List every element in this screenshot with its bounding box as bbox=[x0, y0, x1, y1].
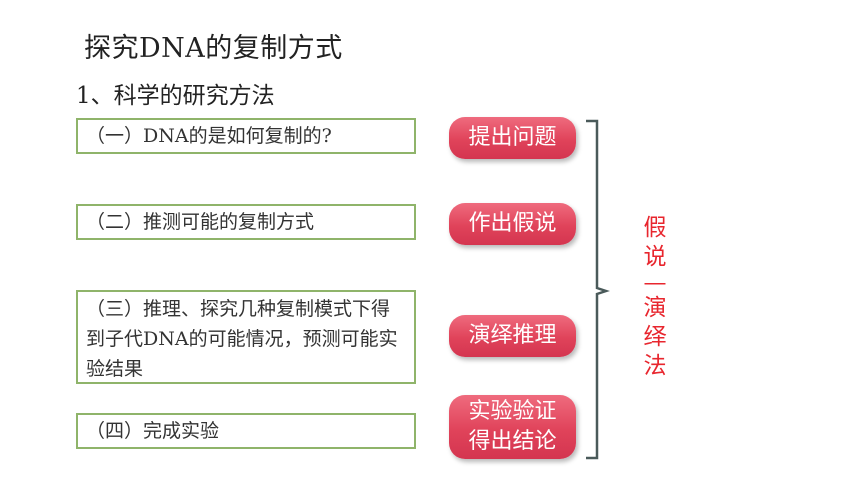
method-pill-4: 实验验证 得出结论 bbox=[449, 395, 576, 459]
summary-char-6: 法 bbox=[643, 353, 667, 379]
section-heading: 1、科学的研究方法 bbox=[76, 83, 275, 109]
step-text-2: （二）推测可能的复制方式 bbox=[86, 211, 315, 233]
summary-char-3: — bbox=[643, 270, 667, 296]
summary-char-2: 说 bbox=[643, 244, 667, 270]
method-label-4a: 实验验证 bbox=[468, 399, 557, 424]
step-box-4: （四）完成实验 bbox=[76, 413, 416, 449]
method-label-4b: 得出结论 bbox=[468, 429, 557, 454]
step-text-4: （四）完成实验 bbox=[86, 420, 220, 442]
step-box-1: （一）DNA的是如何复制的? bbox=[76, 118, 416, 154]
method-pill-1: 提出问题 bbox=[449, 117, 576, 159]
step-text-1: （一）DNA的是如何复制的? bbox=[86, 125, 332, 147]
step-text-3: （三）推理、探究几种复制模式下得到子代DNA的可能情况，预测可能实验结果 bbox=[86, 298, 398, 380]
step-box-2: （二）推测可能的复制方式 bbox=[76, 204, 416, 240]
summary-char-4: 演 bbox=[643, 295, 667, 321]
right-brace-icon bbox=[586, 119, 610, 460]
method-label-2: 作出假说 bbox=[468, 211, 557, 236]
method-label-1: 提出问题 bbox=[468, 125, 557, 150]
method-label-3: 演绎推理 bbox=[468, 323, 557, 348]
slide-title: 探究DNA的复制方式 bbox=[84, 33, 343, 64]
summary-char-5: 绎 bbox=[643, 324, 667, 350]
method-pill-3: 演绎推理 bbox=[449, 315, 576, 357]
step-box-3: （三）推理、探究几种复制模式下得到子代DNA的可能情况，预测可能实验结果 bbox=[76, 290, 416, 384]
method-summary-label: 假 说 — 演 绎 法 bbox=[640, 214, 670, 381]
summary-char-1: 假 bbox=[643, 215, 667, 241]
method-pill-2: 作出假说 bbox=[449, 203, 576, 245]
